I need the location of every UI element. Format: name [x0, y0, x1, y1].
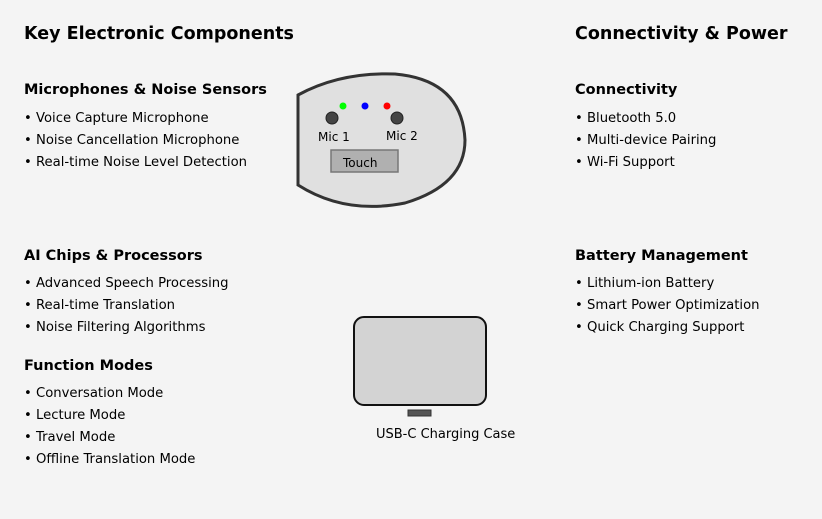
list-item: Bluetooth 5.0 — [575, 108, 716, 130]
list-item: Smart Power Optimization — [575, 295, 760, 317]
list-item: Travel Mode — [24, 427, 195, 449]
mic-2-icon — [390, 111, 404, 125]
list-item: Offline Translation Mode — [24, 449, 195, 471]
section-heading: AI Chips & Processors — [24, 248, 203, 264]
left-title: Key Electronic Components — [24, 24, 294, 44]
led-green — [339, 102, 347, 110]
led-red — [383, 102, 391, 110]
mic-2-label: Mic 2 — [386, 129, 418, 143]
section-heading: Battery Management — [575, 248, 748, 264]
list-item: Real-time Noise Level Detection — [24, 152, 247, 174]
section-heading: Connectivity — [575, 82, 678, 98]
list-item: Conversation Mode — [24, 383, 195, 405]
mic-1-label: Mic 1 — [318, 130, 350, 144]
list-item: Real-time Translation — [24, 295, 229, 317]
led-blue — [361, 102, 369, 110]
list-item: Voice Capture Microphone — [24, 108, 247, 130]
earbud: Mic 1 Mic 2 Touch — [296, 72, 467, 208]
list-item: Advanced Speech Processing — [24, 273, 229, 295]
right-title: Connectivity & Power — [575, 24, 788, 44]
section-heading: Function Modes — [24, 358, 153, 374]
list-item: Noise Filtering Algorithms — [24, 317, 229, 339]
list-item: Lithium-ion Battery — [575, 273, 760, 295]
usb-c-port-icon — [407, 409, 432, 417]
list-item: Quick Charging Support — [575, 317, 760, 339]
list-item: Lecture Mode — [24, 405, 195, 427]
microphones-list: Voice Capture Microphone Noise Cancellat… — [24, 108, 247, 174]
ai-chips-list: Advanced Speech Processing Real-time Tra… — [24, 273, 229, 339]
touch-label: Touch — [342, 156, 377, 170]
touch-area — [330, 149, 399, 173]
section-heading: Microphones & Noise Sensors — [24, 82, 267, 98]
list-item: Wi-Fi Support — [575, 152, 716, 174]
function-modes-list: Conversation Mode Lecture Mode Travel Mo… — [24, 383, 195, 471]
list-item: Noise Cancellation Microphone — [24, 130, 247, 152]
case-label: USB-C Charging Case — [376, 427, 515, 442]
connectivity-list: Bluetooth 5.0 Multi-device Pairing Wi-Fi… — [575, 108, 716, 174]
mic-1-icon — [325, 111, 339, 125]
battery-list: Lithium-ion Battery Smart Power Optimiza… — [575, 273, 760, 339]
list-item: Multi-device Pairing — [575, 130, 716, 152]
charging-case: USB-C Charging Case — [353, 316, 515, 442]
